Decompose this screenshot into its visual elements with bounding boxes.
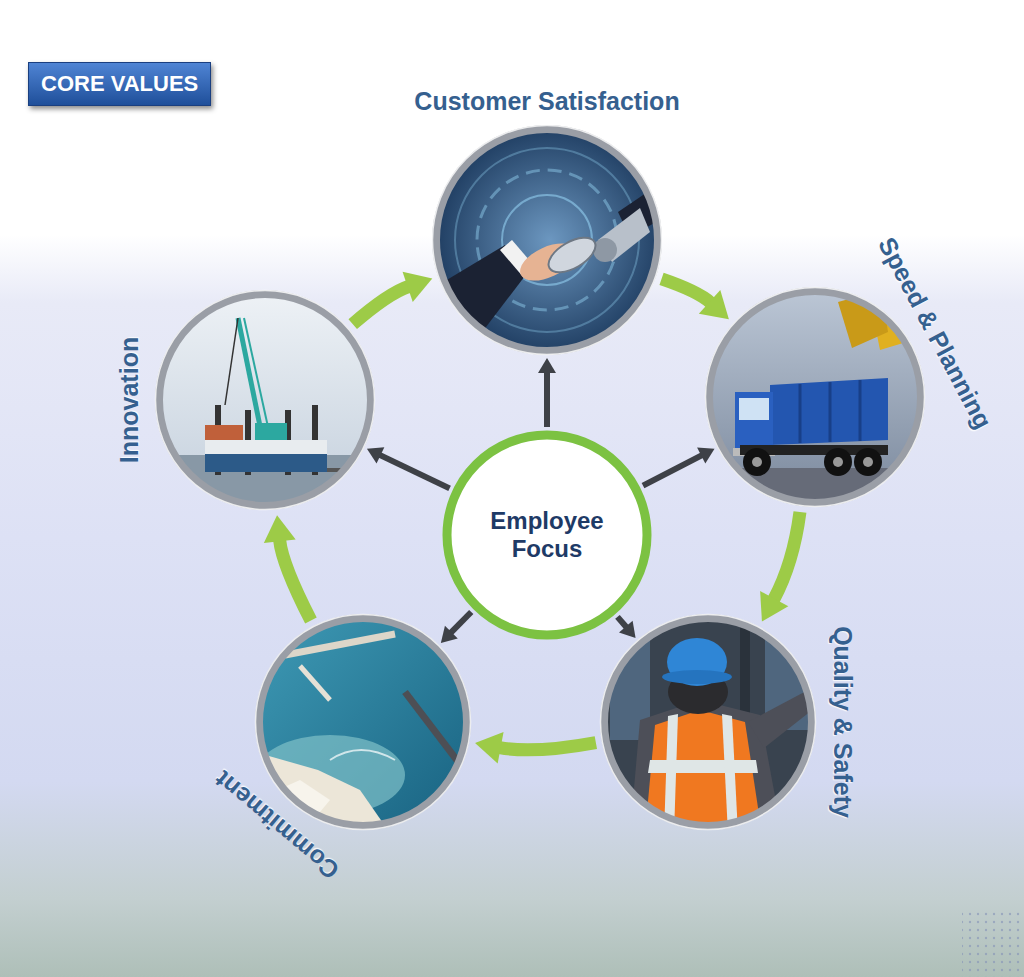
hub-arrow [380,455,450,489]
title-text: CORE VALUES [41,71,198,97]
crane-cable [225,318,238,405]
wheel [743,448,771,476]
arrow-head [441,626,458,643]
wheel-hub [752,457,762,467]
ring-highlight [706,288,925,507]
value-heading: Innovation [115,337,144,463]
cycle-arrow [500,743,596,750]
hub-circle: Employee Focus [442,430,652,640]
hub-arrow [451,612,472,633]
handshake-illustration [430,120,670,360]
circle-outline [432,125,662,355]
crane-barge-illustration [155,290,375,510]
ring-highlight [256,615,471,830]
circle-outline [705,287,925,507]
sky [155,290,375,510]
truck-cab [735,392,773,450]
circle-outline [155,290,375,510]
value-circle: Speed & Planning [705,287,925,507]
value-heading: Speed & Planning [872,233,997,434]
circle-outline [600,614,816,830]
building-background [600,614,820,834]
photo-ring [709,291,921,503]
wheel-hub [863,457,873,467]
arrow-head [367,447,384,463]
dump-body [770,378,888,445]
windshield [739,398,769,420]
body-rib [799,384,802,443]
photo-ring [259,618,467,826]
wheel-hub [833,457,843,467]
arrow-head [538,358,556,373]
value-circle: Customer Satisfaction [432,125,662,355]
cycle-arrow [662,279,711,303]
hat-brim [662,670,732,684]
wheel [824,448,852,476]
dot-pattern [962,912,1024,977]
cycle-arrow [774,512,800,600]
ring-highlight [156,291,375,510]
wheel [854,448,882,476]
work-platform [205,425,243,440]
robot-joint [593,238,617,262]
crane-cab [255,423,287,440]
dusty-background [705,287,925,507]
cycle-arrow [353,286,409,324]
hub-arrow [617,617,626,627]
body-rib [859,380,862,441]
robot-hand [543,231,601,280]
arrow-head [699,290,729,319]
value-circle: Commitment [255,614,471,830]
reflective-strip [722,714,738,834]
tech-background [430,120,670,360]
hub-arrow [544,372,550,427]
hub-arrow [643,455,702,485]
crane-boom [238,318,262,436]
circle-outline [255,614,471,830]
cycle-arrow [280,540,311,620]
photo-ring [604,618,812,826]
barge-deck [205,440,327,454]
surf-line [330,750,395,760]
arrow-head [475,732,504,763]
hub-text: Employee Focus [480,507,615,563]
text-holder: Employee Focus [442,430,652,640]
truck-illustration [705,287,930,508]
arrow-head [403,272,433,302]
arrow-head [619,621,636,638]
ring-highlight [433,126,662,355]
ring-highlight [601,615,816,830]
value-heading: Quality & Safety [828,626,857,818]
breakwater [300,666,330,700]
value-circle: Innovation [155,290,375,510]
coast-illustration [255,614,475,836]
arrow-head [697,448,714,464]
body-rib [829,382,832,442]
reflective-strip [648,760,758,773]
barge-hull [205,452,327,472]
arrow-head [264,515,296,543]
arrow-head [760,591,788,621]
value-heading: Customer Satisfaction [414,87,679,116]
crane-boom [244,318,270,436]
photo-ring [159,294,371,506]
photo-ring [436,129,658,351]
value-circle: Quality & Safety [600,614,816,830]
hub-ring [447,435,647,635]
title-badge: CORE VALUES [28,62,211,106]
worker-illustration [600,614,820,834]
